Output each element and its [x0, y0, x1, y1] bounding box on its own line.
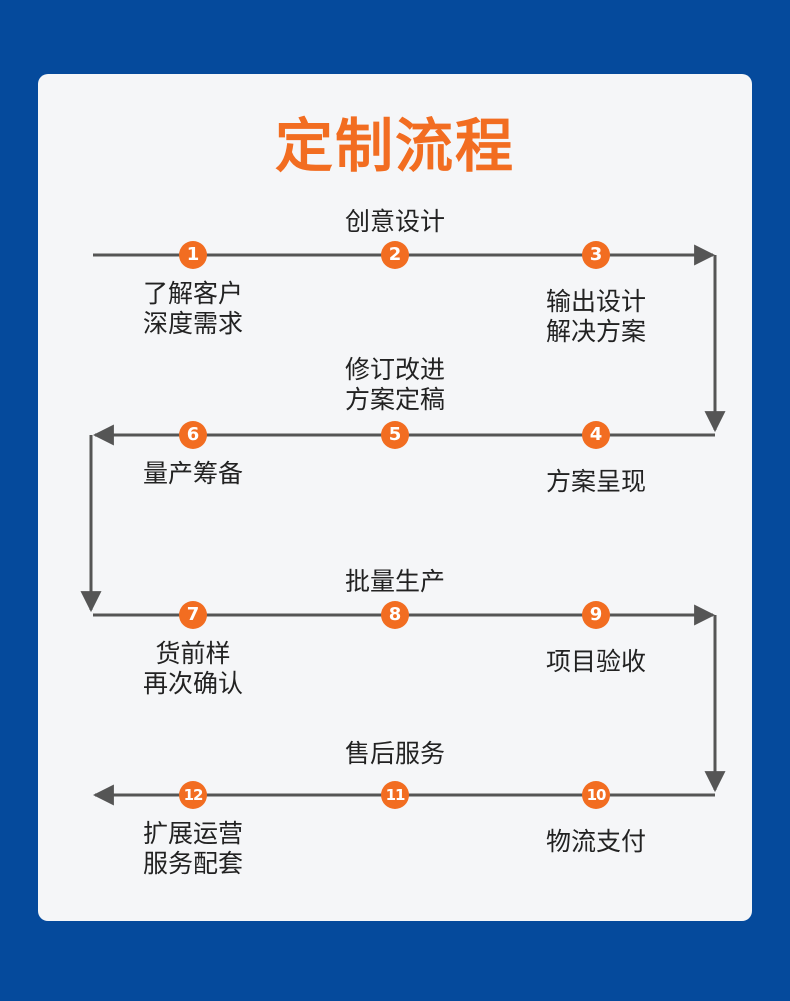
step-2-label: 创意设计	[344, 207, 445, 236]
step-3-label: 输出设计 解决方案	[545, 287, 646, 346]
step-5-node: 5	[381, 421, 409, 449]
step-1-node: 1	[179, 241, 207, 269]
step-7-label: 货前样 再次确认	[142, 639, 243, 698]
step-10-node: 10	[582, 781, 610, 809]
step-12-label: 扩展运营 服务配套	[142, 819, 243, 878]
step-11-label: 售后服务	[344, 739, 445, 768]
step-3-node: 3	[582, 241, 610, 269]
step-1-label: 了解客户 深度需求	[142, 279, 243, 338]
step-9-label: 项目验收	[545, 647, 646, 676]
step-5-label: 修订改进 方案定稿	[344, 355, 445, 414]
step-2-node: 2	[381, 241, 409, 269]
step-7-node: 7	[179, 601, 207, 629]
step-4-label: 方案呈现	[545, 467, 646, 496]
step-11-node: 11	[381, 781, 409, 809]
step-9-node: 9	[582, 601, 610, 629]
step-4-node: 4	[582, 421, 610, 449]
page-title: 定制流程	[274, 112, 515, 180]
step-6-node: 6	[179, 421, 207, 449]
content-card	[38, 74, 752, 921]
step-12-node: 12	[179, 781, 207, 809]
step-6-label: 量产筹备	[142, 459, 243, 488]
step-8-node: 8	[381, 601, 409, 629]
step-8-label: 批量生产	[344, 567, 445, 596]
step-10-label: 物流支付	[545, 827, 646, 856]
